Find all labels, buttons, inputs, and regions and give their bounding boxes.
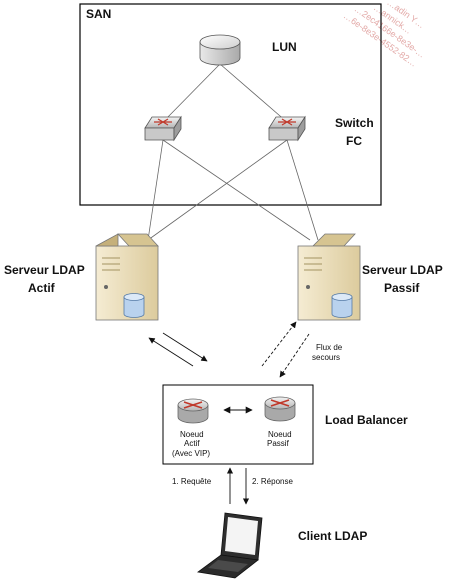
client-flow-arrows (226, 467, 250, 505)
laptop-icon (196, 512, 263, 579)
response-label: 2. Réponse (252, 477, 293, 486)
node-passive-line2: Passif (267, 439, 290, 448)
san-box (79, 3, 382, 206)
switch-label-line2: FC (346, 134, 362, 148)
lun-label: LUN (272, 40, 297, 54)
server-passive-label-line2: Passif (384, 281, 420, 295)
node-passive-line1: Noeud (268, 430, 292, 439)
router-active-icon (177, 398, 209, 424)
lun-storage-icon (199, 34, 241, 66)
switch-label-line1: Switch (335, 116, 374, 130)
server-active-icon (95, 233, 159, 321)
server-active-label-line1: Serveur LDAP (4, 263, 85, 277)
flux-label-line2: secours (312, 353, 340, 362)
server-passive-icon (297, 233, 361, 321)
flux-label-line1: Flux de (316, 343, 343, 352)
request-label: 1. Requête (172, 477, 212, 486)
fc-switch-right-icon (268, 115, 306, 142)
node-active-line2: Actif (184, 439, 200, 448)
san-label: SAN (86, 7, 111, 21)
connection-lines (147, 63, 319, 241)
router-passive-icon (264, 396, 296, 422)
backup-flow-arrows (261, 321, 310, 378)
client-label: Client LDAP (298, 529, 367, 543)
node-active-line1: Noeud (180, 430, 204, 439)
watermark: …adin Y… …annick… …2ec4166e-8e3e-… …6e-8… (342, 0, 427, 69)
node-active-line3: (Avec VIP) (172, 449, 210, 458)
server-passive-label-line1: Serveur LDAP (362, 263, 443, 277)
fc-switch-left-icon (144, 115, 182, 142)
load-balancer-label: Load Balancer (325, 413, 408, 427)
active-flow-arrows (148, 332, 208, 367)
server-active-label-line2: Actif (28, 281, 56, 295)
